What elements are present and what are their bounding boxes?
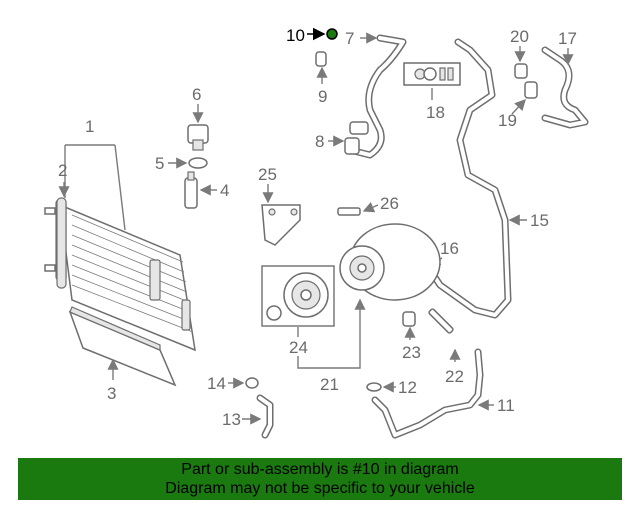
callout-25: 25 <box>258 165 277 184</box>
callout-16: 16 <box>440 239 459 258</box>
filter-cartridge <box>68 306 177 387</box>
callout-2: 2 <box>58 161 67 180</box>
compressor <box>339 223 441 301</box>
callout-13: 13 <box>222 410 241 429</box>
suction-hose <box>346 34 407 159</box>
hose-11 <box>371 348 484 439</box>
callout-22: 22 <box>445 367 464 386</box>
fitting-13 <box>256 394 274 439</box>
hose-fitting-8 <box>344 121 369 155</box>
parts-diagram: 1 2 3 4 5 6 7 8 9 <box>44 26 589 439</box>
callout-7: 7 <box>345 29 354 48</box>
callout-1: 1 <box>85 117 94 136</box>
clutch-kit <box>261 265 335 327</box>
pressure-valve <box>184 171 198 209</box>
info-banner: Part or sub-assembly is #10 in diagram D… <box>18 458 622 500</box>
callout-20: 20 <box>510 27 529 46</box>
bracket-25 <box>261 204 301 246</box>
banner-line-1: Part or sub-assembly is #10 in diagram <box>181 461 459 478</box>
pressure-line <box>426 38 512 319</box>
o-ring-5 <box>188 157 208 169</box>
o-ring-14 <box>245 377 259 389</box>
valve-core-9 <box>315 51 327 67</box>
callout-11: 11 <box>497 396 515 415</box>
callout-19: 19 <box>498 111 517 130</box>
callout-3: 3 <box>107 384 116 403</box>
callout-18: 18 <box>426 103 445 122</box>
cap-10 <box>326 28 338 40</box>
callout-26: 26 <box>380 194 399 213</box>
callout-4: 4 <box>220 181 229 200</box>
banner-line-2: Diagram may not be specific to your vehi… <box>165 480 475 497</box>
callout-21: 21 <box>320 375 339 394</box>
bolt-22 <box>428 308 454 334</box>
callout-8: 8 <box>315 132 324 151</box>
callout-14: 14 <box>207 374 226 393</box>
seal-kit <box>403 62 461 86</box>
callout-23: 23 <box>402 343 421 362</box>
hose-17 <box>541 46 589 129</box>
bushing-23 <box>402 311 416 327</box>
callout-15: 15 <box>530 211 549 230</box>
callout-10: 10 <box>286 26 305 45</box>
pressure-switch <box>187 124 209 151</box>
callout-24: 24 <box>289 338 308 357</box>
callout-12: 12 <box>398 378 417 397</box>
bolt-26 <box>337 207 361 216</box>
receiver-drier <box>56 197 67 289</box>
callout-9: 9 <box>318 87 327 106</box>
switch-19 <box>524 81 538 99</box>
o-ring-12 <box>366 382 382 392</box>
sensor-20 <box>514 63 528 79</box>
callout-5: 5 <box>155 154 164 173</box>
callout-17: 17 <box>558 29 577 48</box>
callout-6: 6 <box>192 85 201 104</box>
